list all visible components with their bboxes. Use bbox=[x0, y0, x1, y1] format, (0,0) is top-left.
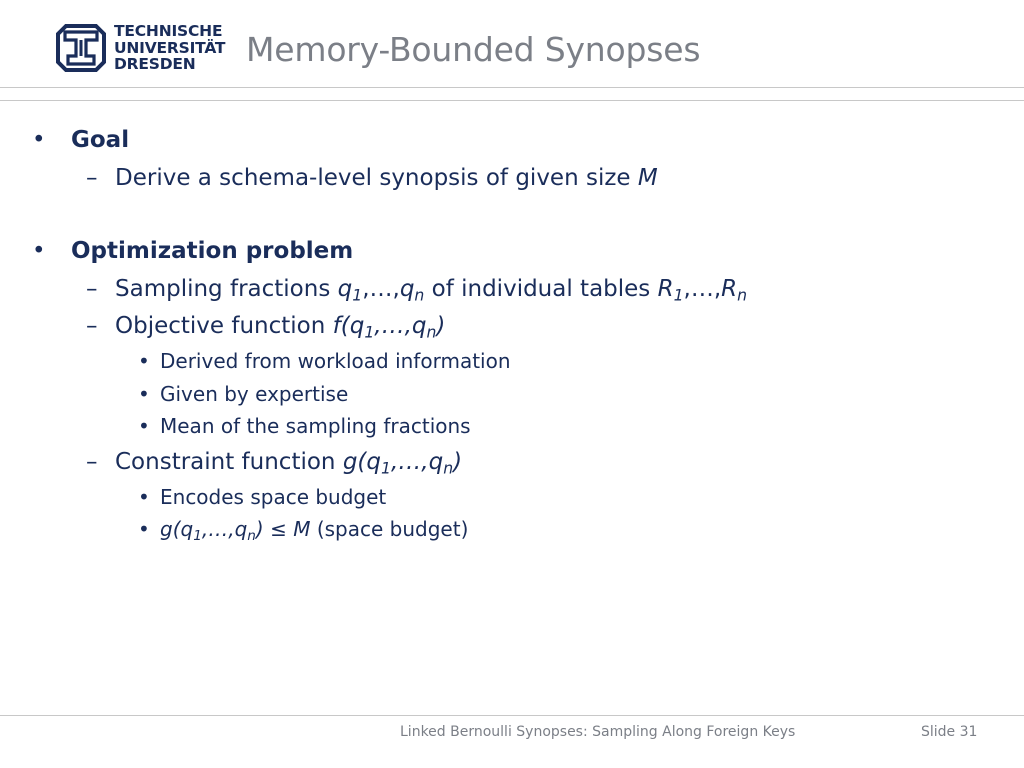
sampling-sub-1b: 1 bbox=[673, 285, 684, 305]
sampling-sub-n: n bbox=[414, 285, 425, 305]
constraint-sub-item-1: Encodes space budget bbox=[160, 485, 387, 509]
tu-dresden-emblem-icon bbox=[56, 24, 106, 72]
budget-close: ) bbox=[255, 517, 264, 541]
sampling-var-q-2: q bbox=[399, 276, 415, 302]
sampling-prefix: Sampling fractions bbox=[115, 276, 338, 302]
budget-suffix: (space budget) bbox=[310, 517, 469, 541]
slide-header: TECHNISCHE UNIVERSITÄT DRESDEN Memory-Bo… bbox=[0, 0, 1024, 100]
sub-bullet-marker: • bbox=[138, 414, 150, 438]
objective-sep: ,…,q bbox=[374, 313, 427, 339]
bullet-marker: • bbox=[32, 238, 46, 264]
sampling-var-r: R bbox=[657, 276, 674, 302]
objective-function-item: Objective function f(q1,…,qn) bbox=[115, 313, 446, 342]
sub-bullet-marker: • bbox=[138, 485, 150, 509]
constraint-function-item: Constraint function g(q1,…,qn) bbox=[115, 449, 463, 478]
footer-divider bbox=[0, 715, 1024, 716]
logo-line-1: TECHNISCHE bbox=[114, 22, 223, 40]
sampling-sub-1: 1 bbox=[352, 285, 363, 305]
dash-marker: – bbox=[86, 313, 98, 339]
constraint-sep: ,…,q bbox=[390, 449, 444, 475]
sampling-var-q: q bbox=[337, 276, 353, 302]
objective-sub-item-3: Mean of the sampling fractions bbox=[160, 414, 471, 438]
budget-fn-open: g(q bbox=[160, 517, 194, 541]
objective-sub-item-1: Derived from workload information bbox=[160, 349, 511, 373]
footer-slide-number: Slide 31 bbox=[921, 724, 978, 740]
objective-fn-open: f(q bbox=[332, 313, 365, 339]
goal-item: Derive a schema-level synopsis of given … bbox=[115, 165, 658, 191]
goal-item-var: M bbox=[637, 165, 658, 191]
objective-sub-n: n bbox=[426, 322, 437, 342]
dash-marker: – bbox=[86, 449, 98, 475]
constraint-sub-n: n bbox=[443, 458, 454, 478]
logo-wordmark: TECHNISCHE UNIVERSITÄT DRESDEN bbox=[114, 22, 226, 73]
sampling-fractions-item: Sampling fractions q1,…,qn of individual… bbox=[115, 276, 748, 305]
objective-sub-item-2: Given by expertise bbox=[160, 382, 349, 406]
slide-title: Memory-Bounded Synopses bbox=[246, 30, 701, 69]
dash-marker: – bbox=[86, 276, 98, 302]
sampling-var-r-2: R bbox=[721, 276, 738, 302]
sampling-sub-n-b: n bbox=[737, 285, 748, 305]
goal-item-text: Derive a schema-level synopsis of given … bbox=[115, 165, 638, 191]
budget-sep: ,…,q bbox=[201, 517, 248, 541]
sub-bullet-marker: • bbox=[138, 517, 150, 541]
logo-line-3: DRESDEN bbox=[114, 55, 196, 73]
bullet-goal-heading: Goal bbox=[71, 127, 130, 153]
constraint-sub-item-2: g(q1,…,qn) ≤ M (space budget) bbox=[160, 517, 469, 544]
objective-close: ) bbox=[436, 313, 446, 339]
bullet-optimization-heading: Optimization problem bbox=[71, 238, 354, 264]
constraint-sub-1: 1 bbox=[381, 458, 391, 478]
constraint-prefix: Constraint function bbox=[115, 449, 343, 475]
constraint-fn-open: g(q bbox=[342, 449, 382, 475]
budget-leq: ≤ bbox=[263, 517, 294, 541]
dash-marker: – bbox=[86, 165, 98, 191]
sampling-sep-2: ,…, bbox=[683, 276, 722, 302]
constraint-close: ) bbox=[453, 449, 463, 475]
objective-sub-1: 1 bbox=[364, 322, 375, 342]
objective-prefix: Objective function bbox=[115, 313, 333, 339]
sub-bullet-marker: • bbox=[138, 349, 150, 373]
logo-line-2: UNIVERSITÄT bbox=[114, 38, 226, 57]
sampling-middle: of individual tables bbox=[424, 276, 658, 302]
budget-sub-n: n bbox=[247, 527, 256, 544]
header-divider-2 bbox=[0, 100, 1024, 101]
sampling-sep-1: ,…, bbox=[362, 276, 400, 302]
bullet-marker: • bbox=[32, 127, 46, 153]
header-divider-1 bbox=[0, 87, 1024, 88]
budget-sub-1: 1 bbox=[193, 527, 202, 544]
university-logo: TECHNISCHE UNIVERSITÄT DRESDEN bbox=[56, 22, 226, 76]
budget-var-m: M bbox=[293, 517, 311, 541]
sub-bullet-marker: • bbox=[138, 382, 150, 406]
footer-talk-title: Linked Bernoulli Synopses: Sampling Alon… bbox=[400, 724, 796, 740]
